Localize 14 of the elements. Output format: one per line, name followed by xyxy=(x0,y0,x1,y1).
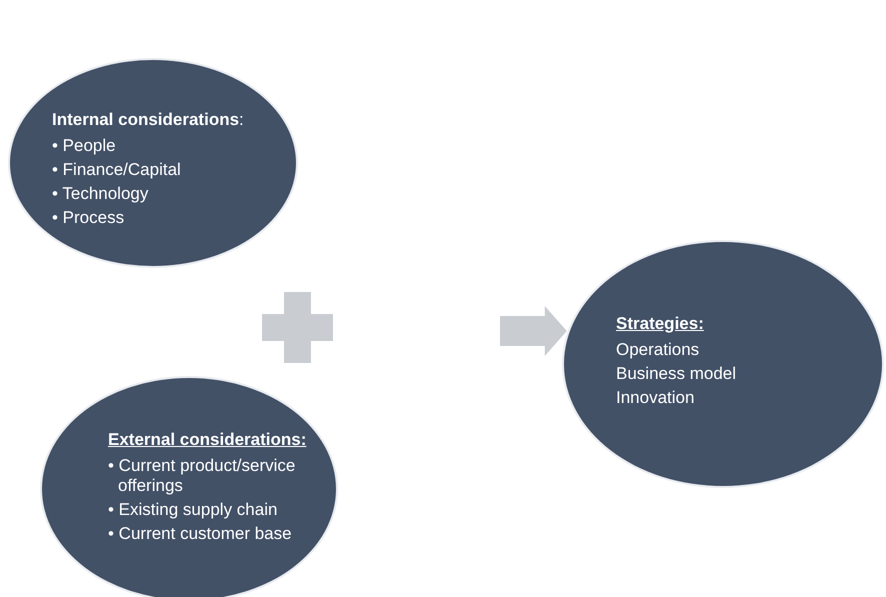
node-heading: External considerations: xyxy=(108,429,308,451)
node-item: • Existing supply chain xyxy=(108,500,278,520)
node-item: • Process xyxy=(52,208,126,228)
node-item: • Technology xyxy=(52,184,150,204)
node-item: Innovation xyxy=(616,388,696,408)
node-heading: Internal considerations: xyxy=(52,109,245,131)
node-item: • Current product/service offerings xyxy=(108,456,296,496)
node-item: • Finance/Capital xyxy=(52,160,182,180)
node-item: • People xyxy=(52,136,117,156)
node-item: • Current customer base xyxy=(108,524,293,544)
block-arrow xyxy=(500,306,567,356)
node-heading: Strategies: xyxy=(616,313,705,335)
node-item: Operations xyxy=(616,340,700,360)
node-item: Business model xyxy=(616,364,738,384)
